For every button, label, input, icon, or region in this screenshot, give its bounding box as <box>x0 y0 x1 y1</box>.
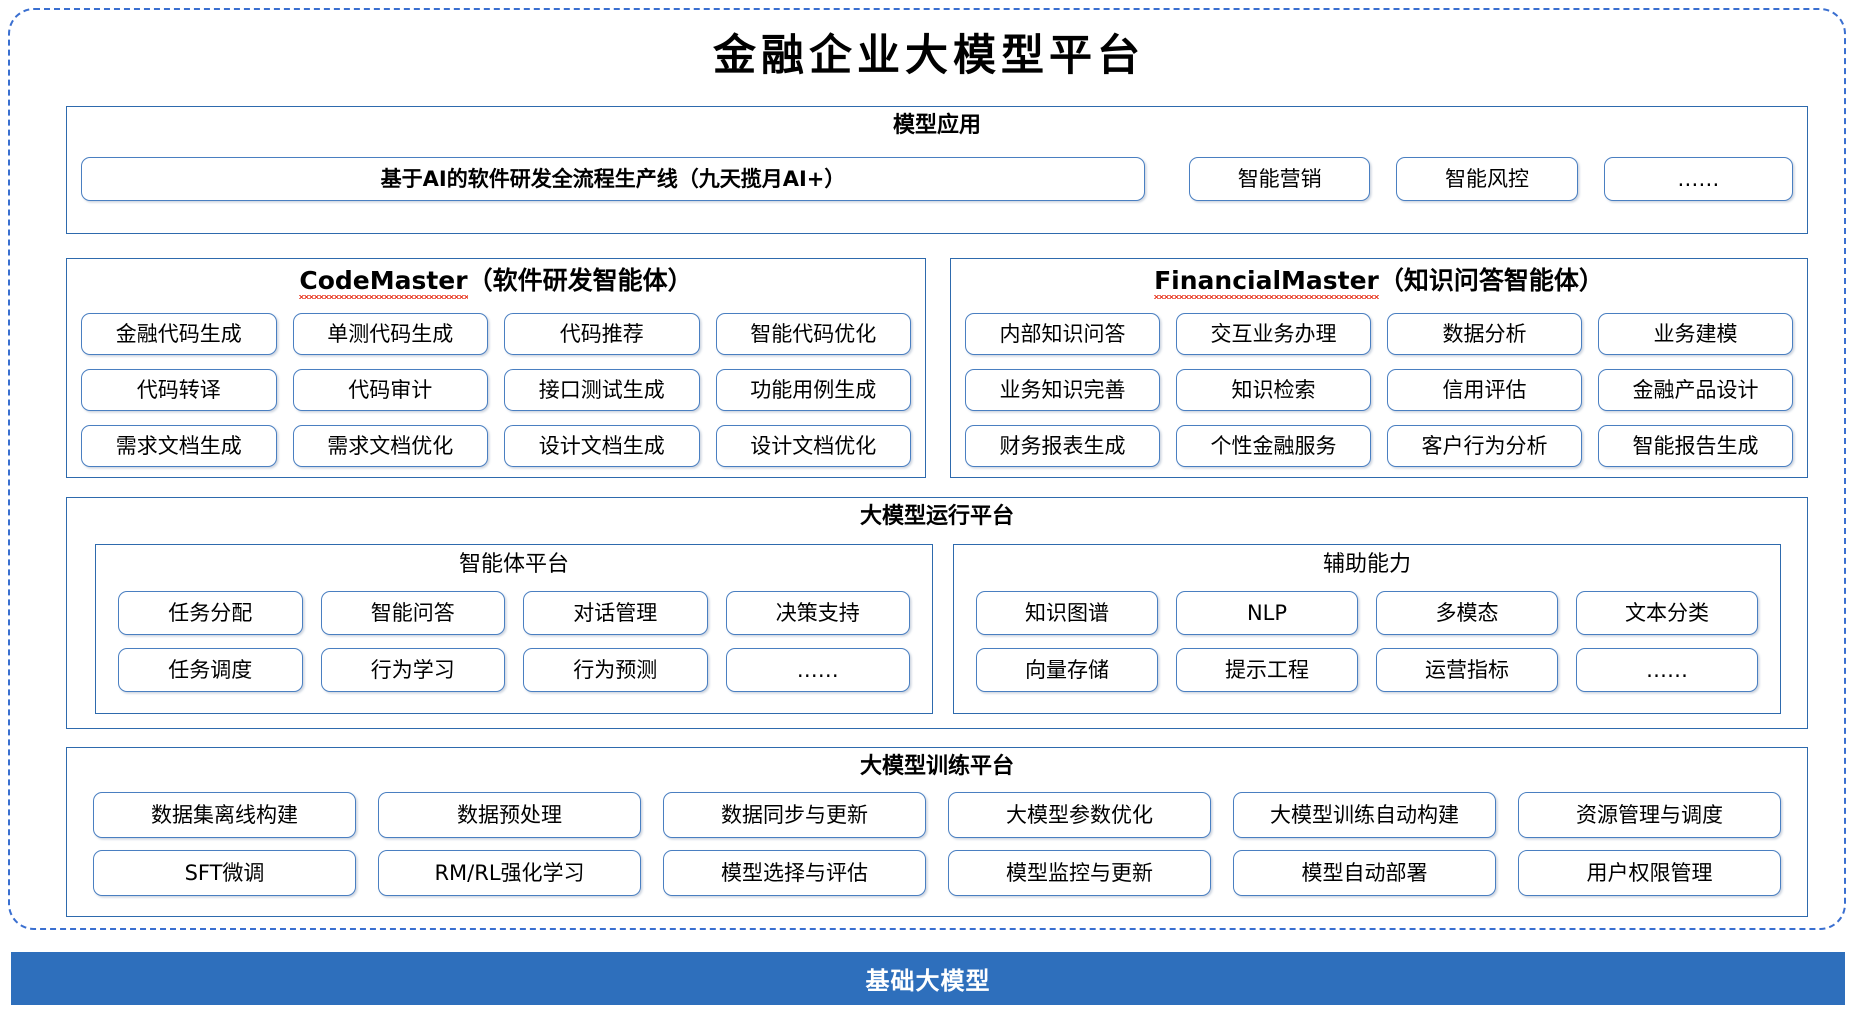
auxiliary-capability-item[interactable]: 向量存储 <box>976 648 1158 692</box>
agent-platform-item[interactable]: 行为学习 <box>320 648 505 692</box>
capability-item[interactable]: 财务报表生成 <box>965 425 1160 467</box>
outer-dashed-frame: 金融企业大模型平台 模型应用 基于AI的软件研发全流程生产线（九天揽月AI+） … <box>8 8 1846 930</box>
training-item[interactable]: 模型自动部署 <box>1233 850 1496 896</box>
base-model-bar: 基础大模型 <box>11 952 1845 1005</box>
agent-platform-item[interactable]: 任务调度 <box>118 648 303 692</box>
capability-item[interactable]: 智能代码优化 <box>715 313 911 355</box>
auxiliary-capability-subsection: 辅助能力 知识图谱 NLP 多模态 文本分类 向量存储 提示工程 运营指标 …… <box>953 544 1781 714</box>
training-item[interactable]: 用户权限管理 <box>1518 850 1781 896</box>
training-item[interactable]: 数据同步与更新 <box>663 792 926 838</box>
agent-platform-subsection: 智能体平台 任务分配 智能问答 对话管理 决策支持 任务调度 行为学习 行为预测… <box>95 544 933 714</box>
training-item[interactable]: RM/RL强化学习 <box>378 850 641 896</box>
training-item[interactable]: 大模型参数优化 <box>948 792 1211 838</box>
capability-item[interactable]: 需求文档优化 <box>292 425 488 467</box>
auxiliary-capability-item[interactable]: NLP <box>1176 591 1358 635</box>
capability-item[interactable]: 交互业务办理 <box>1176 313 1371 355</box>
base-model-label: 基础大模型 <box>865 967 991 995</box>
application-item-marketing[interactable]: 智能营销 <box>1189 157 1371 201</box>
capability-item[interactable]: 内部知识问答 <box>965 313 1160 355</box>
agent-platform-item[interactable]: 任务分配 <box>118 591 303 635</box>
agent-platform-item[interactable]: 决策支持 <box>725 591 910 635</box>
capability-item[interactable]: 业务建模 <box>1598 313 1793 355</box>
agent-platform-item[interactable]: 行为预测 <box>523 648 708 692</box>
financialmaster-capability-grid: 内部知识问答 交互业务办理 数据分析 业务建模 业务知识完善 知识检索 信用评估… <box>965 313 1793 467</box>
auxiliary-capability-title: 辅助能力 <box>1322 552 1411 577</box>
agent-platform-grid: 任务分配 智能问答 对话管理 决策支持 任务调度 行为学习 行为预测 …… <box>118 591 910 692</box>
capability-item[interactable]: 代码转译 <box>81 369 277 411</box>
capability-item[interactable]: 代码审计 <box>292 369 488 411</box>
capability-item[interactable]: 智能报告生成 <box>1598 425 1793 467</box>
codemaster-suffix: （软件研发智能体） <box>467 266 693 295</box>
application-item-more[interactable]: …… <box>1603 157 1793 201</box>
capability-item[interactable]: 金融代码生成 <box>81 313 277 355</box>
training-platform-title: 大模型训练平台 <box>859 754 1014 779</box>
codemaster-title: CodeMaster（软件研发智能体） <box>67 266 925 298</box>
financialmaster-title: FinancialMaster（知识问答智能体） <box>951 266 1807 298</box>
page-title: 金融企业大模型平台 <box>713 31 1145 81</box>
capability-item[interactable]: 接口测试生成 <box>504 369 700 411</box>
agent-platform-item[interactable]: 智能问答 <box>320 591 505 635</box>
capability-item[interactable]: 设计文档生成 <box>504 425 700 467</box>
auxiliary-capability-item[interactable]: 多模态 <box>1376 591 1558 635</box>
financialmaster-section: FinancialMaster（知识问答智能体） 内部知识问答 交互业务办理 数… <box>950 258 1808 478</box>
codemaster-capability-grid: 金融代码生成 单测代码生成 代码推荐 智能代码优化 代码转译 代码审计 接口测试… <box>81 313 911 467</box>
training-platform-grid: 数据集离线构建 数据预处理 数据同步与更新 大模型参数优化 大模型训练自动构建 … <box>93 792 1781 896</box>
training-item[interactable]: 大模型训练自动构建 <box>1233 792 1496 838</box>
capability-item[interactable]: 设计文档优化 <box>715 425 911 467</box>
training-item[interactable]: SFT微调 <box>93 850 356 896</box>
training-platform-section: 大模型训练平台 数据集离线构建 数据预处理 数据同步与更新 大模型参数优化 大模… <box>66 747 1808 917</box>
capability-item[interactable]: 信用评估 <box>1387 369 1582 411</box>
codemaster-name: CodeMaster <box>299 266 468 298</box>
training-item[interactable]: 模型选择与评估 <box>663 850 926 896</box>
model-application-title: 模型应用 <box>892 113 981 138</box>
agent-platform-item-more[interactable]: …… <box>725 648 910 692</box>
capability-item[interactable]: 数据分析 <box>1387 313 1582 355</box>
model-application-items-row: 基于AI的软件研发全流程生产线（九天揽月AI+） 智能营销 智能风控 …… <box>81 155 1793 203</box>
auxiliary-capability-item[interactable]: 提示工程 <box>1176 648 1358 692</box>
training-item[interactable]: 数据预处理 <box>378 792 641 838</box>
capability-item[interactable]: 业务知识完善 <box>965 369 1160 411</box>
agent-platform-item[interactable]: 对话管理 <box>523 591 708 635</box>
capability-item[interactable]: 需求文档生成 <box>81 425 277 467</box>
capability-item[interactable]: 单测代码生成 <box>292 313 488 355</box>
training-item[interactable]: 资源管理与调度 <box>1518 792 1781 838</box>
runtime-platform-section: 大模型运行平台 智能体平台 任务分配 智能问答 对话管理 决策支持 任务调度 行… <box>66 497 1808 729</box>
auxiliary-capability-item[interactable]: 文本分类 <box>1576 591 1758 635</box>
agent-platform-title: 智能体平台 <box>458 552 569 577</box>
capability-item[interactable]: 金融产品设计 <box>1598 369 1793 411</box>
financialmaster-name: FinancialMaster <box>1154 266 1379 298</box>
auxiliary-capability-item[interactable]: 运营指标 <box>1376 648 1558 692</box>
capability-item[interactable]: 功能用例生成 <box>715 369 911 411</box>
runtime-platform-title: 大模型运行平台 <box>859 504 1014 529</box>
codemaster-section: CodeMaster（软件研发智能体） 金融代码生成 单测代码生成 代码推荐 智… <box>66 258 926 478</box>
application-item-risk-control[interactable]: 智能风控 <box>1396 157 1578 201</box>
model-application-section: 模型应用 基于AI的软件研发全流程生产线（九天揽月AI+） 智能营销 智能风控 … <box>66 106 1808 234</box>
capability-item[interactable]: 个性金融服务 <box>1176 425 1371 467</box>
capability-item[interactable]: 客户行为分析 <box>1387 425 1582 467</box>
auxiliary-capability-item[interactable]: 知识图谱 <box>976 591 1158 635</box>
auxiliary-capability-item-more[interactable]: …… <box>1576 648 1758 692</box>
application-item-pipeline[interactable]: 基于AI的软件研发全流程生产线（九天揽月AI+） <box>81 157 1146 201</box>
capability-item[interactable]: 知识检索 <box>1176 369 1371 411</box>
capability-item[interactable]: 代码推荐 <box>504 313 700 355</box>
training-item[interactable]: 数据集离线构建 <box>93 792 356 838</box>
training-item[interactable]: 模型监控与更新 <box>948 850 1211 896</box>
financialmaster-suffix: （知识问答智能体） <box>1378 266 1604 295</box>
auxiliary-capability-grid: 知识图谱 NLP 多模态 文本分类 向量存储 提示工程 运营指标 …… <box>976 591 1758 692</box>
